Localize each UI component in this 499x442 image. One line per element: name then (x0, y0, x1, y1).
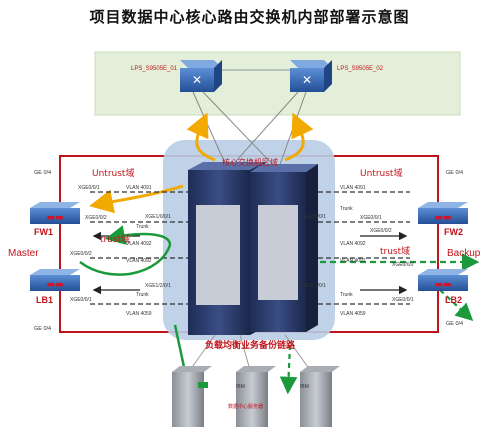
label-fw2: FW2 (444, 227, 463, 237)
label-core-area: 核心交换机区域 (222, 157, 278, 167)
switch-lps-01: ✕ (180, 60, 222, 92)
label-vlan-r3: VLAN 4092 (340, 258, 366, 264)
label-lps1: LPS_S9505E_01 (131, 66, 178, 72)
label-xge-r4: XGE0/0/1 (392, 297, 414, 303)
label-trust-right: trust域 (380, 245, 410, 257)
fw1-device: ▬▬ (30, 202, 80, 224)
orange-arrow-fw1 (89, 184, 184, 214)
label-port-c3: XGE2/6/0/1 (300, 214, 326, 220)
label-master: Master (8, 248, 39, 259)
server-link (284, 334, 311, 371)
label-lb1: LB1 (36, 295, 53, 305)
label-ge-bot-right: GE 0/4 (446, 321, 463, 327)
green-arrow-lb2 (439, 289, 474, 322)
svg-text:✕: ✕ (192, 73, 202, 87)
label-ge-top-right: GE 0/4 (446, 170, 463, 176)
label-trunk-r2: Trunk (340, 292, 353, 298)
label-untrust-right: Untrust域 (360, 167, 402, 179)
label-lb2: LB2 (445, 295, 462, 305)
label-port-c4: XGE2/2/0/1 (300, 283, 326, 289)
label-ge-top-left: GE 0/4 (34, 170, 51, 176)
svg-text:▬▬: ▬▬ (46, 280, 63, 290)
lb1-device: ▬▬ (30, 269, 80, 291)
svg-text:▬▬: ▬▬ (46, 213, 63, 223)
label-port-c2: XGE1/2/0/1 (145, 283, 171, 289)
uplink-line (192, 91, 229, 171)
label-xge-r2: XGE0/0/2 (370, 228, 392, 234)
label-xge-l4: XGE0/0/1 (70, 297, 92, 303)
label-vlan-l4: VLAN 4059 (126, 311, 152, 317)
diagram-title: 项目数据中心核心路由交换机内部部署示意图 (89, 8, 410, 26)
core-switch-rack (188, 162, 318, 335)
label-vlan-l1: VLAN 4091 (126, 185, 152, 191)
green-arrow-master (79, 225, 172, 276)
lb2-device: ▬▬ (418, 269, 468, 291)
label-xge-r3: XGE0/0/2 (392, 262, 414, 268)
svg-text:▬▬: ▬▬ (434, 213, 451, 223)
label-ibm-2: IBM (300, 384, 309, 390)
orange-arrow-left (186, 112, 216, 162)
svg-text:✕: ✕ (302, 73, 312, 87)
label-trunk-r1: Trunk (340, 206, 353, 212)
svg-text:▬▬: ▬▬ (434, 280, 451, 290)
fw2-device: ▬▬ (418, 202, 468, 224)
label-vlan-r1: VLAN 4091 (340, 185, 366, 191)
label-port-c1: XGE1/0/0/1 (145, 214, 171, 220)
label-trust-left: trust域 (100, 233, 130, 245)
server-link (189, 334, 216, 371)
uplink-line (202, 91, 279, 171)
label-trunk-l1: Trunk (136, 224, 149, 230)
label-xge-r1: XGE0/0/1 (360, 215, 382, 221)
label-backup: Backup (447, 248, 481, 259)
label-xge-l2: XGE0/0/2 (85, 215, 107, 221)
top-zone (94, 51, 461, 116)
label-ibm-1: IBM (236, 384, 245, 390)
label-vlan-l3: VLAN 4092 (126, 258, 152, 264)
label-trunk-l2: Trunk (136, 292, 149, 298)
switch-lps-02: ✕ (290, 60, 332, 92)
orange-arrow-right (284, 112, 314, 162)
label-vlan-l2: VLAN 4092 (126, 241, 152, 247)
label-xge-l3: XGE0/0/2 (70, 251, 92, 257)
label-xge-l1: XGE0/0/1 (78, 185, 100, 191)
uplink-line (227, 91, 299, 171)
green-arrow-server (279, 344, 298, 395)
label-ge-bot-left: GE 0/4 (34, 326, 51, 332)
server-3 (300, 366, 340, 427)
label-lps2: LPS_S9505E_02 (337, 66, 384, 72)
label-vlan-r4: VLAN 4059 (340, 311, 366, 317)
server-link (239, 334, 251, 371)
label-fw1: FW1 (34, 227, 53, 237)
label-vlan-r2: VLAN 4092 (340, 241, 366, 247)
server-2 (236, 366, 276, 427)
label-untrust-left: Untrust域 (92, 167, 134, 179)
server-1 (172, 366, 212, 427)
label-lb-link: 负载均衡业务备份链路 (205, 339, 296, 351)
label-server: 数据中心服务器 (228, 403, 263, 410)
